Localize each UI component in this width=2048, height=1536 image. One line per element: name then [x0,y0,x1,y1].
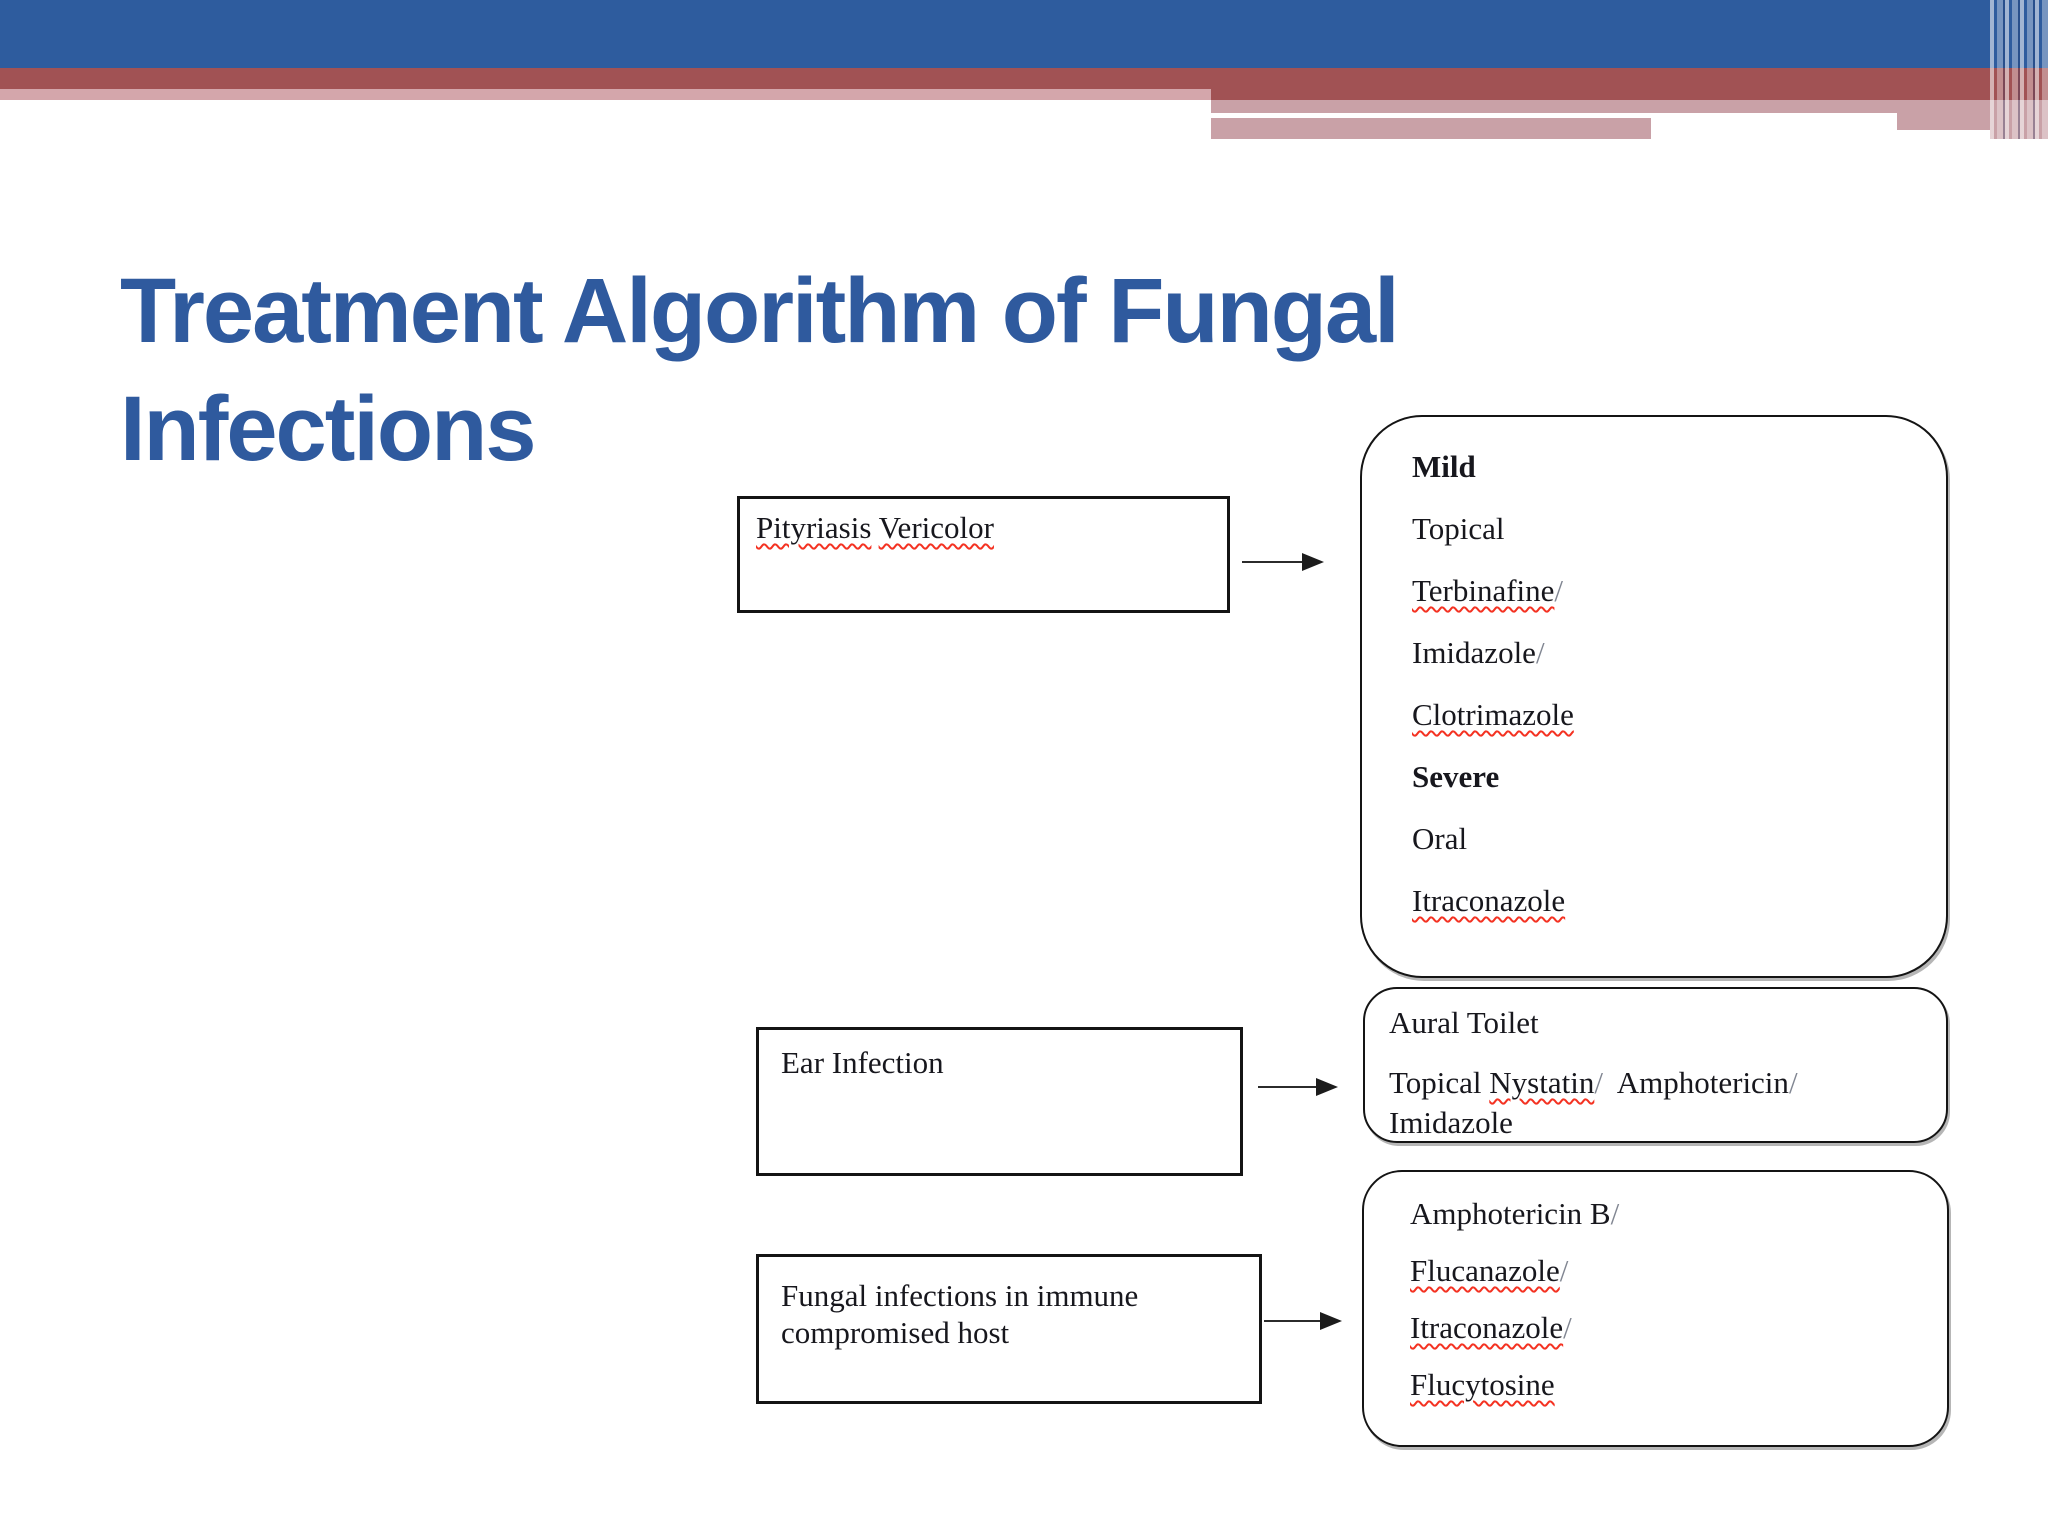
treatment-line: Terbinafine/ [1412,571,1946,611]
treatment-line: Topical [1412,511,1505,546]
treatment-line: Clotrimazole [1412,695,1946,735]
treatment-line: Itraconazole [1412,881,1946,921]
header-stripe-accent [1990,0,2048,139]
severity-heading: Mild [1412,449,1476,484]
drug-name: Imidazole [1389,1065,1806,1140]
treatment-line: Aural Toilet [1389,1005,1539,1040]
misspelled-drug-name: Flucytosine [1410,1367,1555,1402]
treatment-line: Imidazole/ [1412,633,1946,673]
treatment-line: Oral [1412,821,1468,856]
separator-slash: / [1610,1196,1620,1231]
misspelled-drug-name: Itraconazole [1412,883,1566,918]
separator-slash: / [1535,635,1545,670]
condition-box-immunocompromised-host: Fungal infections in immune compromised … [756,1254,1262,1404]
drug-name: Amphotericin B [1410,1196,1611,1231]
word-space [871,510,878,545]
slide-title: Treatment Algorithm of Fungal Infections [120,252,1620,488]
treatment-box-immunocompromised: Amphotericin B/ Flucanazole/ Itraconazol… [1362,1170,1949,1447]
condition-label: Pityriasis Vericolor [756,509,1227,547]
misspelled-word: Vericolor [878,510,994,545]
condition-box-ear-infection: Ear Infection [756,1027,1243,1176]
separator-slash: / [1563,1310,1572,1345]
misspelled-word: Pityriasis [756,510,872,545]
treatment-box-ear-infection: Aural Toilet Topical Nystatin/ Amphoteri… [1363,987,1948,1143]
misspelled-drug-name: Nystatin [1489,1065,1595,1100]
header-bar-blue [0,0,2048,68]
condition-label: Ear Infection [781,1045,944,1080]
title-line-2: Infections [120,378,536,480]
header-bar-maroon [0,68,2048,89]
separator-slash: / [1554,573,1564,608]
treatment-line: Amphotericin B/ [1410,1194,1947,1234]
treatment-line: Flucytosine [1410,1365,1947,1405]
header-band-pink-left [0,89,1211,100]
drug-name: Topical [1389,1065,1490,1100]
separator-slash: / [1788,1065,1798,1100]
drug-name: Imidazole [1412,635,1536,670]
separator-slash: / [1559,1253,1569,1288]
severity-heading: Severe [1412,759,1500,794]
title-line-1: Treatment Algorithm of Fungal [120,260,1400,362]
separator-slash: / [1594,1065,1603,1100]
treatment-line: Topical Nystatin/ Amphotericin/ Imidazol… [1389,1063,1918,1143]
misspelled-drug-name: Flucanazole [1410,1253,1560,1288]
header-step-pink-2 [1897,113,1990,130]
misspelled-drug-name: Clotrimazole [1412,697,1574,732]
header-step-pink-1 [1211,100,1990,113]
flow-arrow-icon [1242,553,1324,571]
flow-arrow-icon [1264,1312,1342,1330]
treatment-line: Itraconazole/ [1410,1308,1947,1348]
treatment-box-pityriasis: Mild Topical Terbinafine/ Imidazole/ Clo… [1360,415,1948,978]
drug-name: Amphotericin [1602,1065,1789,1100]
treatment-line: Flucanazole/ [1410,1251,1947,1291]
condition-box-pityriasis-versicolor: Pityriasis Vericolor [737,496,1230,613]
condition-label-line: compromised host [781,1315,1010,1350]
misspelled-drug-name: Itraconazole [1410,1310,1564,1345]
header-band-maroon-right [1211,89,2048,100]
header-step-pink-3 [1211,118,1651,139]
condition-label-line: Fungal infections in immune [781,1278,1139,1313]
flow-arrow-icon [1258,1078,1338,1096]
misspelled-drug-name: Terbinafine [1412,573,1555,608]
